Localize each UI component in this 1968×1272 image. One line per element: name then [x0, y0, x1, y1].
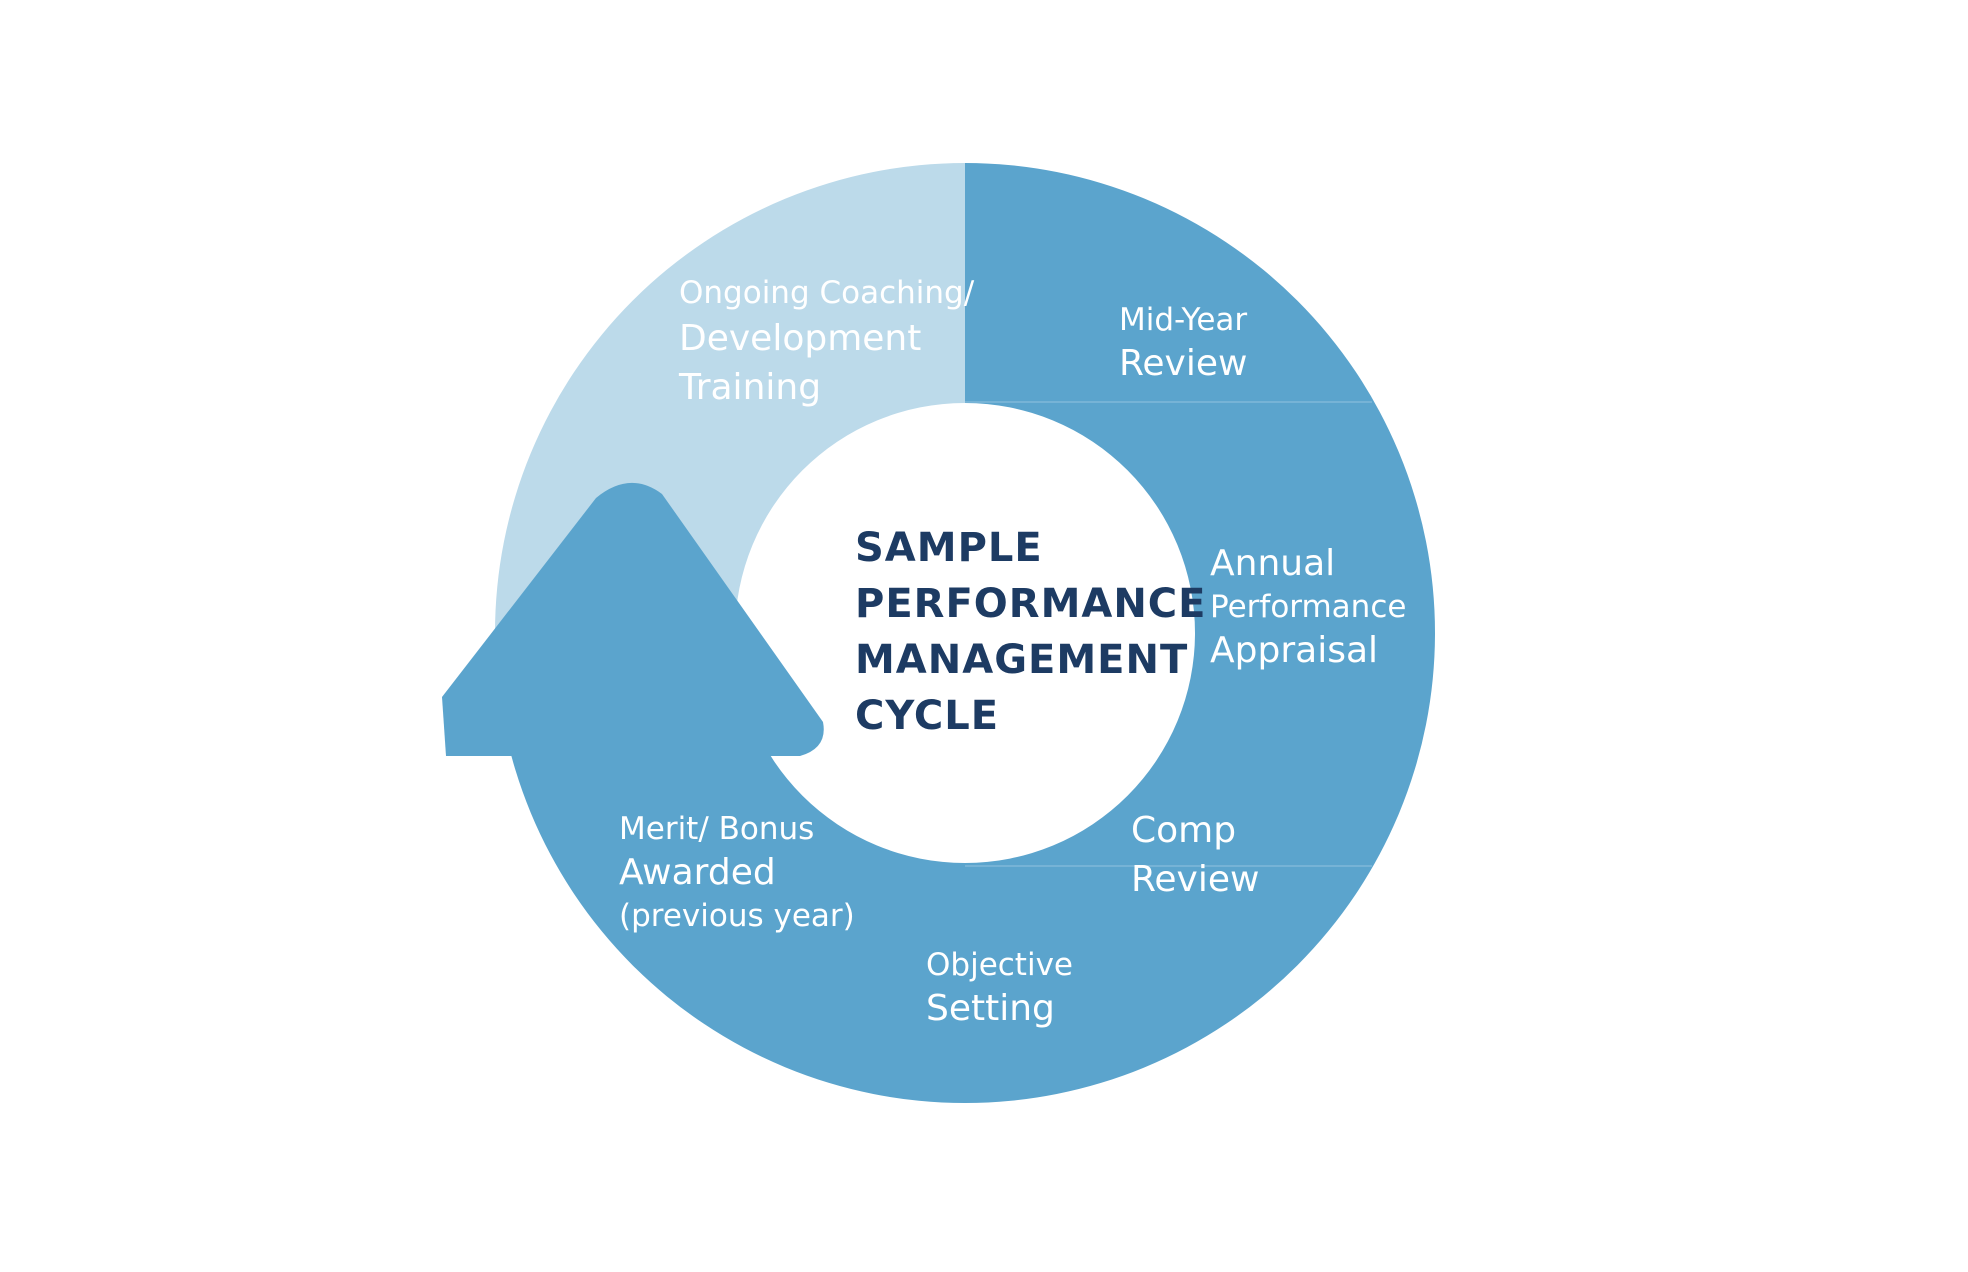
coaching-line-2: Development: [679, 317, 922, 359]
stage-label-coaching: Ongoing Coaching/ Development Training: [679, 275, 975, 409]
annual-line-3: Appraisal: [1210, 630, 1379, 672]
mid-year-line-1: Mid-Year: [1119, 302, 1248, 338]
merit-line-3: (previous year): [619, 898, 855, 935]
merit-line-2: Awarded: [619, 851, 776, 893]
annual-line-1: Annual: [1210, 543, 1336, 584]
stage-label-comp: Comp Review: [1131, 810, 1259, 901]
cycle-arrow-head: [442, 482, 824, 756]
comp-line-2: Review: [1131, 859, 1260, 901]
merit-line-1: Merit/ Bonus: [619, 811, 815, 847]
stage-label-merit: Merit/ Bonus Awarded (previous year): [619, 811, 855, 935]
page-title: SAMPLE PERFORMANCE MANAGEMENT CYCLE: [855, 520, 1207, 744]
comp-line-1: Comp: [1131, 810, 1237, 851]
objective-line-1: Objective: [926, 947, 1073, 983]
title-line-2: PERFORMANCE: [855, 581, 1207, 627]
title-line-4: CYCLE: [855, 693, 1000, 739]
mid-year-line-2: Review: [1119, 342, 1248, 384]
annual-line-2: Performance: [1210, 589, 1407, 626]
title-line-1: SAMPLE: [855, 525, 1043, 571]
coaching-line-1: Ongoing Coaching/: [679, 275, 975, 311]
ring-segment-main: [495, 163, 1435, 1103]
title-line-3: MANAGEMENT: [855, 637, 1189, 683]
coaching-line-3: Training: [679, 367, 822, 409]
stage-label-objective: Objective Setting: [926, 947, 1073, 1029]
stage-label-mid-year: Mid-Year Review: [1119, 302, 1248, 384]
stage-label-annual: Annual Performance Appraisal: [1210, 543, 1406, 671]
objective-line-2: Setting: [926, 987, 1055, 1029]
